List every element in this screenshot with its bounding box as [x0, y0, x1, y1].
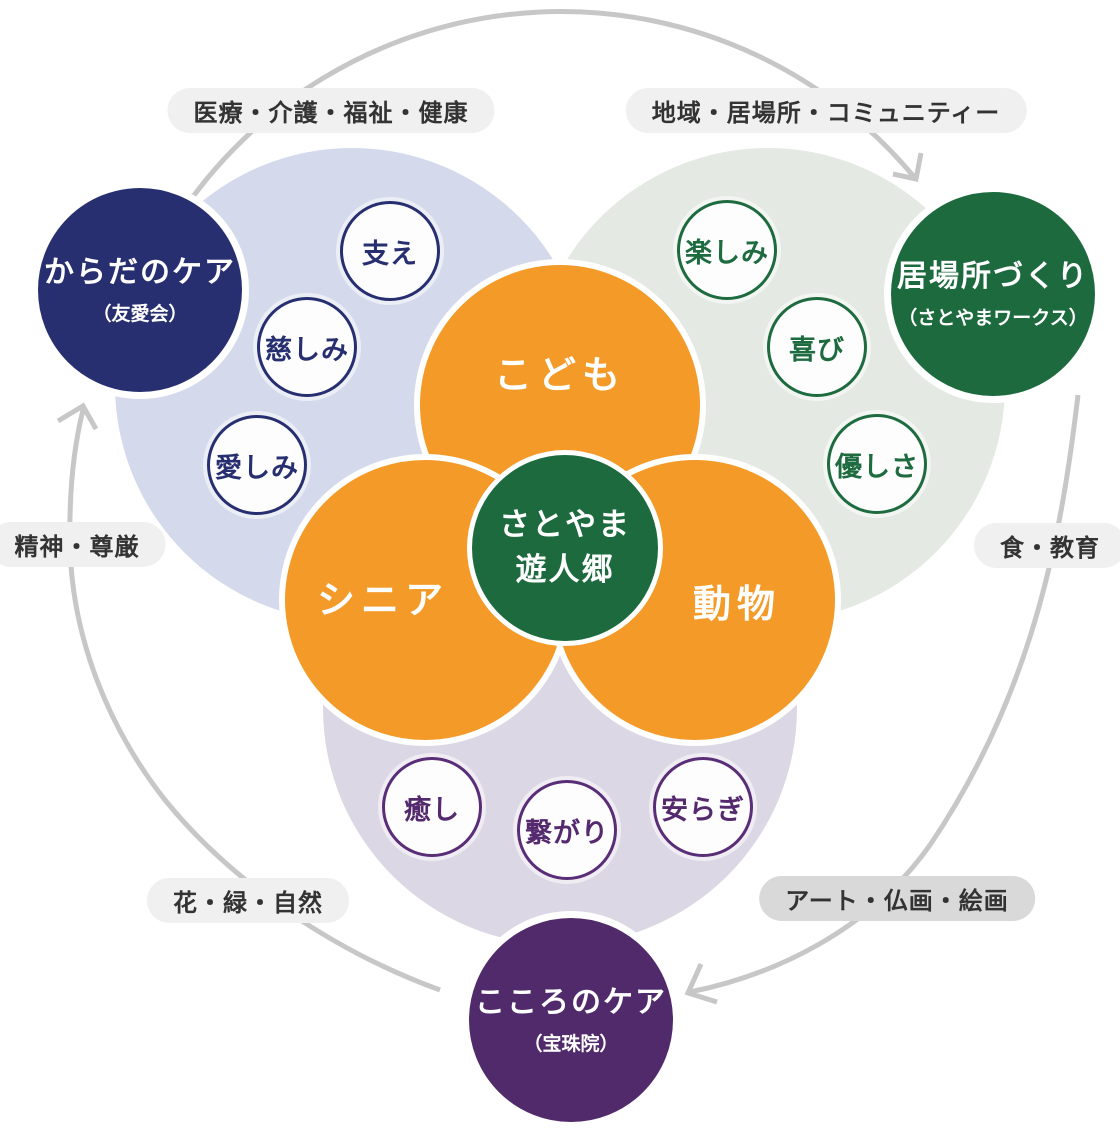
outer-label-art: アート・仏画・絵画 [759, 876, 1035, 921]
anchor-place-making-subtitle: （さとやまワークス） [898, 307, 1088, 329]
outer-label-spirit: 精神・尊厳 [0, 522, 166, 567]
value-circle-peace: 安らぎ [653, 757, 753, 857]
anchor-circle-body-care: からだのケア （友愛会） [31, 181, 249, 399]
value-circle-fun: 楽しみ [677, 200, 777, 300]
outer-label-food-education: 食・教育 [974, 523, 1120, 568]
anchor-heart-care-subtitle: （宝珠院） [523, 1033, 619, 1055]
value-circle-support: 支え [340, 201, 440, 301]
anchor-body-care-title: からだのケア [44, 255, 236, 289]
anchor-place-making-title: 居場所づくり [897, 259, 1089, 293]
value-circle-joy: 喜び [767, 297, 867, 397]
value-circle-connection: 繋がり [517, 780, 617, 880]
flow-arrow-right-head-icon [684, 962, 718, 1005]
flow-arrow-left-icon [67, 409, 441, 993]
outer-label-community: 地域・居場所・コミュニティー [625, 88, 1027, 133]
value-circle-love: 愛しみ [207, 415, 307, 515]
value-circle-kindness: 優しさ [827, 414, 927, 514]
outer-label-medical: 医療・介護・福祉・健康 [167, 88, 495, 133]
theme-circle-animal-label: 動物 [692, 583, 781, 626]
center-circle-line1: さとやま [499, 507, 631, 543]
value-circle-mercy: 慈しみ [257, 297, 357, 397]
theme-circle-senior-label: シニア [316, 579, 449, 622]
anchor-body-care-subtitle: （友愛会） [92, 303, 188, 325]
center-circle-line2: 遊人郷 [515, 552, 615, 587]
anchor-circle-heart-care: こころのケア （宝珠院） [462, 911, 680, 1128]
flow-arrow-right-icon [689, 394, 1081, 995]
flow-arrow-top-head-icon [892, 152, 924, 182]
anchor-circle-place-making: 居場所づくり （さとやまワークス） [884, 185, 1102, 403]
value-circle-healing: 癒し [382, 757, 482, 857]
flow-arrow-left-head-icon [56, 402, 99, 431]
outer-label-nature: 花・緑・自然 [147, 878, 349, 923]
center-circle-satoyama: さとやま 遊人郷 [467, 450, 663, 646]
theme-circle-children-label: こども [493, 354, 626, 397]
anchor-heart-care-title: こころのケア [475, 985, 667, 1019]
